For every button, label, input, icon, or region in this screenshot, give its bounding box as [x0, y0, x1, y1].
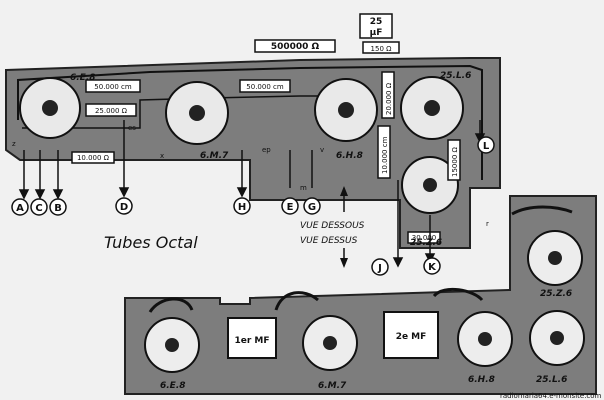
connector-label: B — [54, 203, 62, 214]
connector-label: K — [428, 262, 437, 273]
resistor-20000 — [381, 71, 395, 119]
socket-25l6-bottom — [529, 310, 585, 366]
lower-chassis: 1er MF 2e MF — [124, 195, 597, 395]
socket-25z6-bottom — [527, 230, 583, 286]
connector-d: D — [115, 197, 133, 215]
lead-r — [511, 205, 573, 216]
caption-tubes-octal: Tubes Octal — [104, 233, 198, 252]
mark-m: m — [300, 184, 307, 192]
watermark: radiomaria64.e-monsite.com — [500, 392, 602, 400]
transformer-1mf — [227, 317, 277, 359]
resistor-150 — [362, 41, 400, 54]
upper-tube-label: 6.E.8 — [70, 73, 96, 83]
connector-g: G — [303, 197, 321, 215]
connector-label: L — [483, 141, 490, 152]
transformer-1mf-label: 1er MF — [234, 336, 269, 346]
lower-tube-label: 6.M.7 — [318, 381, 347, 391]
upper-tube-label: 25.Z.6 — [410, 238, 442, 248]
connector-l: L — [477, 136, 495, 154]
capacitor-25uf — [359, 13, 393, 39]
lower-tube-label: 25.L.6 — [536, 375, 567, 385]
socket-6e8-bottom — [144, 317, 200, 373]
connector-h: H — [233, 197, 251, 215]
view-caption: Tubes Octal VUE DESSOUS VUE DESSUS — [104, 186, 365, 268]
view-above-label: VUE DESSUS — [300, 236, 358, 246]
resistor-500000-label: 500000 Ω — [271, 42, 320, 52]
lower-tube-labels: 6.E.8 6.M.7 6.H.8 25.L.6 25.Z.6 — [160, 289, 572, 391]
lead-x — [274, 291, 319, 311]
connector-label: H — [238, 202, 246, 213]
resistor-15000-label: 15000 Ω — [451, 147, 459, 177]
resistor-10000-left-label: 10.000 Ω — [77, 154, 110, 162]
upper-tube-label: 6.M.7 — [200, 151, 229, 161]
capacitor-25uf-value: 25 — [370, 17, 383, 27]
connector-j: J — [371, 258, 389, 276]
socket-6h8-top — [314, 78, 378, 142]
socket-6m7-top — [165, 81, 229, 145]
socket-6e8-top — [19, 77, 81, 139]
connector-a: A — [11, 198, 29, 216]
resistor-150-label: 150 Ω — [371, 45, 393, 53]
capacitor-30000 — [407, 231, 441, 244]
capacitor-25uf-unit: μF — [370, 28, 383, 38]
transformer-2mf-label: 2e MF — [396, 332, 427, 342]
resistor-10000-left — [71, 151, 115, 164]
upper-components: 500000 Ω 25 μF 150 Ω 50.000 cm 50.000 cm… — [71, 13, 461, 244]
upper-tube-label: 25.L.6 — [440, 71, 471, 81]
connectors: A C B D H E G L J K — [11, 136, 495, 276]
upper-tube-labels: 6.E.8 6.M.7 6.H.8 25.L.6 25.Z.6 — [70, 71, 471, 248]
mark-x: x — [160, 152, 164, 160]
connector-label: J — [377, 263, 382, 274]
connector-c: C — [30, 198, 48, 216]
capacitor-10000 — [377, 125, 391, 179]
capacitor-30000-label: 30.000 — [412, 234, 437, 242]
connector-leads — [18, 120, 486, 268]
arrow-up-head — [340, 186, 348, 196]
capacitor-50000-mid-label: 50.000 cm — [246, 83, 284, 91]
mark-z: z — [12, 140, 16, 148]
upper-sockets — [19, 76, 464, 214]
resistor-25000 — [85, 103, 137, 117]
resistor-500000 — [254, 39, 336, 53]
mark-es: es — [128, 124, 136, 132]
connector-label: A — [16, 203, 24, 214]
lead-v — [432, 287, 484, 302]
upper-marks: x v z r m ep es — [12, 124, 489, 228]
connector-label: D — [120, 202, 128, 213]
view-below-label: VUE DESSOUS — [300, 221, 365, 231]
connector-label: E — [287, 202, 294, 213]
transformer-2mf — [383, 311, 439, 359]
capacitor-10000-label: 10.000 cm — [381, 136, 389, 174]
lead-z — [148, 297, 194, 313]
mark-v: v — [320, 146, 324, 154]
connector-k: K — [423, 257, 441, 275]
connector-e: E — [281, 197, 299, 215]
mark-r: r — [486, 220, 489, 228]
lower-tube-label: 6.H.8 — [468, 375, 495, 385]
resistor-15000 — [447, 139, 461, 181]
mark-ep: ep — [262, 146, 271, 154]
arrow-down-head — [340, 258, 348, 268]
lower-tube-label: 6.E.8 — [160, 381, 186, 391]
connector-label: G — [308, 202, 316, 213]
socket-6h8-bottom — [457, 311, 513, 367]
socket-6m7-bottom — [302, 315, 358, 371]
socket-25z6-top — [401, 156, 459, 214]
capacitor-50000-mid — [239, 79, 291, 93]
upper-tube-label: 6.H.8 — [336, 151, 363, 161]
capacitor-50000-left-label: 50.000 cm — [94, 83, 132, 91]
resistor-25000-label: 25.000 Ω — [95, 107, 128, 115]
resistor-20000-label: 20.000 Ω — [385, 82, 393, 115]
connector-b: B — [49, 198, 67, 216]
capacitor-50000-left — [85, 79, 141, 93]
socket-25l6-top — [400, 76, 464, 140]
connector-label: C — [35, 203, 42, 214]
wire-outer — [17, 64, 483, 180]
lower-tube-label: 25.Z.6 — [540, 289, 572, 299]
